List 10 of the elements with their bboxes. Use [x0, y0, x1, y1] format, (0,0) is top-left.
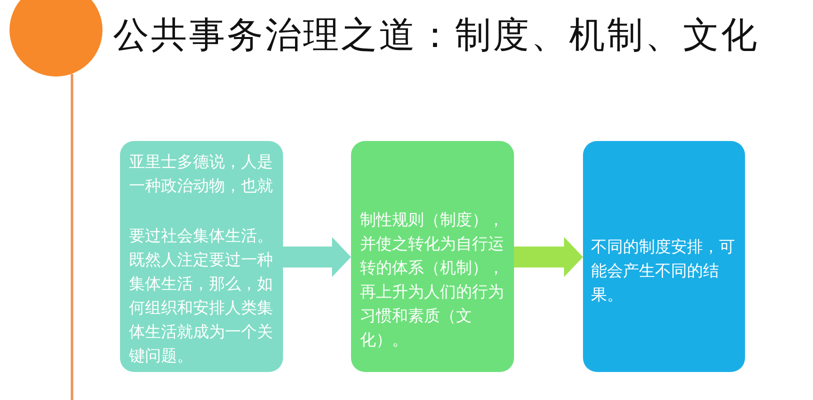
info-card — [583, 141, 745, 372]
info-card — [120, 141, 283, 372]
card-text: 不同的制度安排，可能会产生不同的结果。 — [591, 236, 736, 306]
block-arrow — [283, 237, 351, 277]
card-text: 制性规则（制度），并使之转化为自行运转的体系（机制），再上升为人们的行为习惯和素质（文化）。 — [360, 209, 505, 351]
card-text: 亚里士多德说，人是一种政治动物，也就 — [129, 151, 274, 197]
title: 公共事务治理之道：制度、机制、文化 — [113, 14, 759, 58]
block-arrow — [514, 237, 583, 277]
card-text: 要过社会集体生活。既然人注定要过一种集体生活，那么，如何组织和安排人类集体生活就成为一个关键问题。 — [129, 225, 274, 367]
info-card — [351, 141, 514, 372]
